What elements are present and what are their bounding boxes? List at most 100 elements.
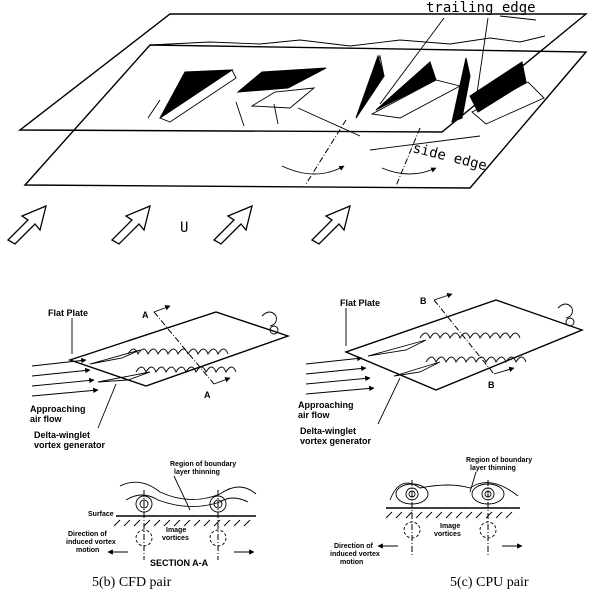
cpu-flow-arrow — [305, 385, 375, 395]
edge-tick — [147, 99, 161, 119]
cpu-caption: 5(c) CPU pair — [450, 575, 529, 590]
cfd-section-letter-bottom: A — [204, 390, 211, 400]
cfd-flow-label-2: air flow — [30, 414, 63, 424]
cpu-section-arrow — [433, 292, 453, 301]
cfd-plate-label: Flat Plate — [48, 308, 88, 318]
cpu-thinning-label-1: Region of boundary — [466, 457, 532, 464]
cfd-caption: 5(b) CFD pair — [92, 575, 172, 590]
cfd-flow-label-1: Approaching — [30, 404, 86, 414]
axis-line — [395, 127, 421, 187]
winglet-6-base — [471, 81, 545, 125]
cpu-thinning-label-2: layer thinning — [470, 465, 516, 472]
cfd-thinning-leader — [173, 475, 191, 511]
cfd-plate — [67, 311, 291, 387]
cpu-winglet — [367, 339, 427, 357]
cpu-image-label-1: Image — [440, 523, 460, 530]
cfd-image-label-1: Image — [166, 527, 186, 534]
cfd-flow-arrow — [31, 377, 95, 387]
cpu-winglet — [393, 361, 441, 377]
cpu-flow-label-2: air flow — [298, 410, 331, 420]
flow-arrow — [212, 204, 253, 245]
cfd-generator-label-1: Delta-winglet — [34, 430, 90, 440]
cpu-rotation-icon — [565, 317, 575, 327]
edge-tick — [273, 103, 279, 125]
cfd-boundary-layer — [125, 494, 249, 507]
cpu-vortex-lower — [425, 356, 527, 364]
trailing-edge-label: trailing edge — [426, 0, 536, 16]
cfd-rotation-icon — [269, 325, 279, 335]
cpu-induced-label-3: motion — [340, 559, 363, 566]
cpu-section-line — [433, 299, 495, 375]
cpu-boundary-layer — [389, 482, 519, 501]
cpu-flow-arrow — [305, 355, 363, 365]
cfd-section-label: SECTION A-A — [150, 558, 209, 568]
swirl-arrow — [281, 165, 345, 175]
ragged-edge — [149, 35, 546, 47]
cpu-induced-label-2: induced vortex — [330, 551, 380, 558]
flow-arrow — [110, 204, 151, 245]
cfd-winglet — [97, 371, 151, 383]
cfd-generator-leader — [97, 383, 117, 429]
cpu-section-arrow — [493, 366, 515, 375]
flow-velocity-label: U — [180, 220, 188, 236]
cfd-surface-hatch — [113, 519, 251, 527]
cpu-vortex-upper — [419, 332, 521, 340]
flow-arrow — [310, 204, 351, 245]
cpu-thinning-leader — [469, 471, 477, 493]
winglet-3-outline — [355, 54, 385, 119]
winglet-6 — [469, 61, 527, 113]
cfd-flow-arrow — [31, 387, 99, 397]
cpu-flow-arrow — [305, 375, 371, 385]
cfd-vortex-section — [213, 499, 223, 509]
cfd-vortex-section — [139, 499, 149, 509]
cpu-generator-leader — [377, 377, 401, 425]
cfd-vortex-lower — [135, 366, 237, 374]
cpu-induced-label-1: Direction of — [334, 543, 374, 550]
cfd-thinning-label-2: layer thinning — [174, 469, 220, 476]
winglet-1-shadow — [159, 69, 237, 123]
cfd-thinning-label-1: Region of boundary — [170, 461, 236, 468]
winglet-4 — [375, 61, 437, 111]
axis-line — [305, 119, 347, 185]
leader-line — [499, 15, 537, 21]
cpu-pair-diagram: Flat Plate B B Approaching air flow Delt… — [298, 292, 584, 590]
cfd-section-arrow — [153, 305, 171, 313]
cpu-generator-label-2: vortex generator — [300, 436, 372, 446]
cpu-flow-arrow — [305, 365, 367, 375]
cpu-section-letter-bottom: B — [488, 380, 495, 390]
cpu-rotation-icon — [557, 303, 573, 319]
edge-tick — [297, 107, 361, 137]
cpu-plate — [344, 299, 584, 391]
winglet-2-shadow — [250, 87, 316, 109]
lower-plate — [23, 44, 588, 189]
cfd-vortex-upper — [127, 348, 229, 356]
cfd-section-letter-top: A — [142, 310, 149, 320]
cfd-boundary-layer — [119, 481, 257, 500]
cfd-flow-arrow — [31, 357, 87, 367]
winglet-5 — [451, 57, 471, 123]
cfd-flow-arrow — [31, 367, 91, 377]
top-perspective-diagram: trailing edge side edge U — [6, 0, 588, 245]
leader-line — [475, 17, 489, 101]
winglet-2 — [236, 67, 327, 93]
cpu-section-letter-top: B — [420, 296, 427, 306]
swirl-arrow — [381, 167, 437, 175]
cfd-induced-label-3: motion — [76, 547, 99, 554]
cpu-generator-label-1: Delta-winglet — [300, 426, 356, 436]
flow-arrow — [6, 204, 47, 245]
cfd-pair-diagram: Flat Plate A A Approaching air flow Delt… — [30, 305, 291, 590]
side-edge-label: side edge — [411, 140, 488, 174]
cpu-image-label-2: vortices — [434, 531, 461, 538]
side-edge-line — [369, 135, 481, 151]
edge-tick — [235, 101, 245, 127]
cfd-winglet — [89, 349, 141, 365]
cfd-induced-label-2: induced vortex — [66, 539, 116, 546]
cpu-flow-label-1: Approaching — [298, 400, 354, 410]
cpu-plate-label: Flat Plate — [340, 298, 380, 308]
cfd-generator-label-2: vortex generator — [34, 440, 106, 450]
cfd-surface-label: Surface — [88, 511, 114, 518]
cpu-surface-hatch — [385, 511, 513, 519]
cfd-image-label-2: vortices — [162, 535, 189, 542]
cfd-rotation-icon — [261, 311, 277, 327]
